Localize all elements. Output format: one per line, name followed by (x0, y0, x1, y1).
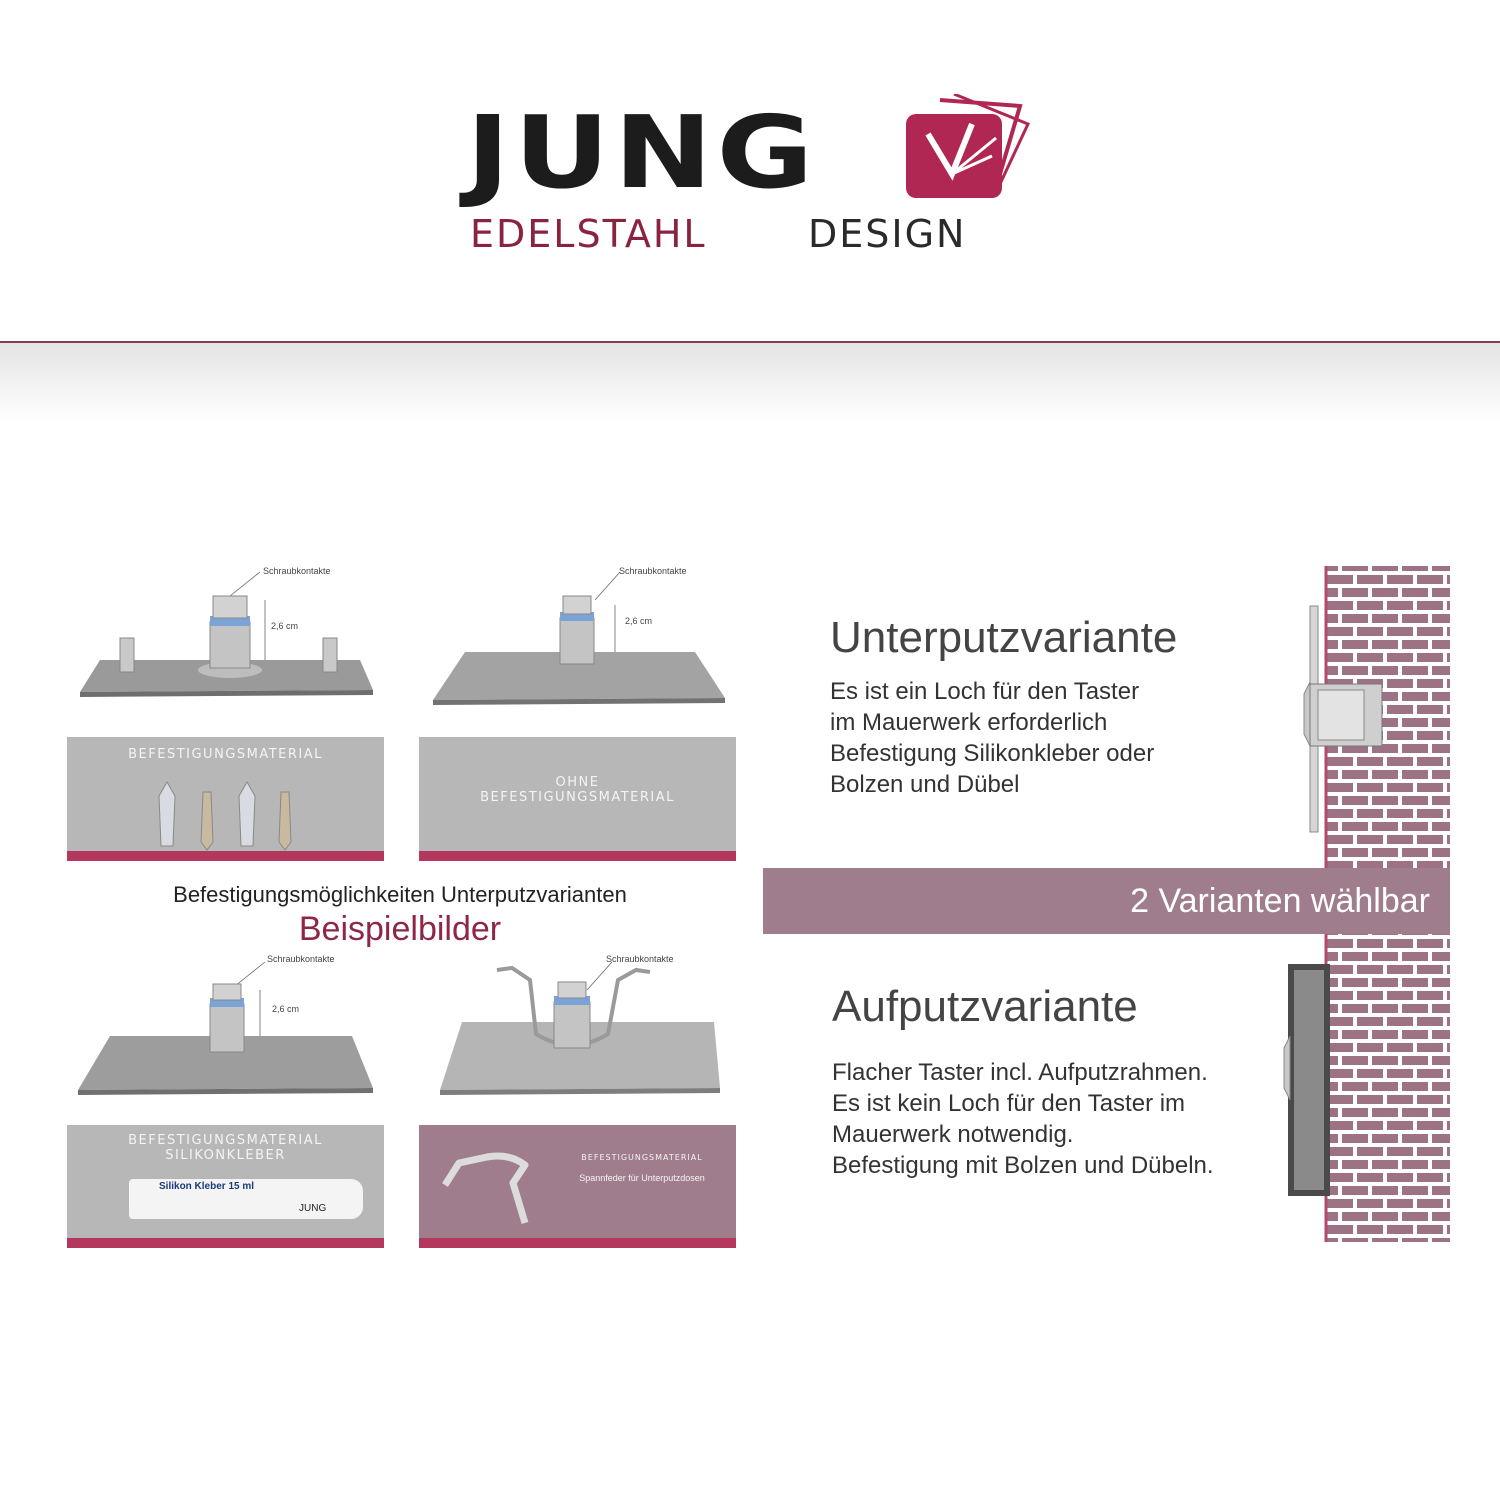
product-image-plate-spring (440, 961, 720, 1095)
brand-logo-text: JUNG (466, 93, 818, 211)
panel-title: BEFESTIGUNGSMATERIAL (581, 1153, 703, 1162)
panel-spannfeder: BEFESTIGUNGSMATERIAL Spannfeder für Unte… (419, 1125, 736, 1238)
panel-title-line1: OHNE (555, 775, 600, 790)
dimension-label: 2,6 cm (625, 616, 653, 626)
panel-accent-bar (419, 1238, 736, 1248)
tube-label: Silikon Kleber 15 ml (159, 1181, 255, 1192)
header-divider (0, 341, 1500, 423)
aufputz-description: Flacher Taster incl. Aufputzrahmen. Es i… (832, 1057, 1214, 1181)
panel-accent-bar (67, 851, 384, 861)
variants-band: 2 Varianten wählbar (763, 868, 1450, 934)
unterputz-heading: Unterputzvariante (830, 613, 1178, 662)
brand-tagline-edelstahl: EDELSTAHL (470, 212, 707, 256)
panel-title-line2: BEFESTIGUNGSMATERIAL (480, 790, 675, 805)
aufputz-heading: Aufputzvariante (832, 982, 1138, 1031)
silikon-tube-image: Silikon Kleber 15 ml JUNG (129, 1179, 363, 1219)
unterputz-line: Befestigung Silikonkleber oder (830, 740, 1155, 767)
aufputz-line: Mauerwerk notwendig. (832, 1121, 1074, 1148)
product-image-plate-plain (433, 571, 725, 705)
panel-silikonkleber: BEFESTIGUNGSMATERIAL SILIKONKLEBER Silik… (67, 1125, 384, 1238)
callout-label: Schraubkontakte (267, 954, 335, 964)
panel-accent-bar (67, 1238, 384, 1248)
dimension-label: 2,6 cm (271, 621, 299, 631)
panel-subtitle: Spannfeder für Unterputzdosen (579, 1173, 705, 1183)
callout-label: Schraubkontakte (606, 954, 674, 964)
unterputz-line: Bolzen und Dübel (830, 771, 1020, 798)
brand-tagline-design: DESIGN (808, 212, 967, 256)
unterputz-line: Es ist ein Loch für den Taster (830, 678, 1140, 705)
callout-label: Schraubkontakte (263, 566, 331, 576)
variants-band-text: 2 Varianten wählbar (1130, 882, 1430, 920)
section-caption: Befestigungsmöglichkeiten Unterputzvaria… (173, 882, 627, 907)
aufputz-line: Befestigung mit Bolzen und Dübeln. (832, 1152, 1214, 1179)
dowel-screw-icon (158, 780, 292, 851)
callout-label: Schraubkontakte (619, 566, 687, 576)
brand-logo-mark (906, 94, 1031, 198)
spring-clip-icon (442, 1152, 529, 1225)
tube-brand: JUNG (299, 1203, 327, 1214)
unterputz-description: Es ist ein Loch für den Taster im Mauerw… (830, 676, 1154, 800)
panel-accent-bar (419, 851, 736, 861)
panel-title-line2: SILIKONKLEBER (165, 1148, 286, 1163)
panel-title: BEFESTIGUNGSMATERIAL (128, 747, 323, 762)
product-image-plate-flat (78, 961, 373, 1095)
panel-ohne-befestigungsmaterial: OHNE BEFESTIGUNGSMATERIAL (419, 737, 736, 851)
section-subcaption: Beispielbilder (298, 910, 502, 948)
aufputz-line: Flacher Taster incl. Aufputzrahmen. (832, 1059, 1208, 1086)
aufputz-line: Es ist kein Loch für den Taster im (832, 1090, 1186, 1117)
unterputz-line: im Mauerwerk erforderlich (830, 709, 1108, 736)
dimension-label: 2,6 cm (272, 1004, 300, 1014)
panel-befestigungsmaterial: BEFESTIGUNGSMATERIAL (67, 737, 384, 851)
product-image-plate-with-bolts (80, 571, 373, 697)
panel-title-line1: BEFESTIGUNGSMATERIAL (128, 1133, 323, 1148)
